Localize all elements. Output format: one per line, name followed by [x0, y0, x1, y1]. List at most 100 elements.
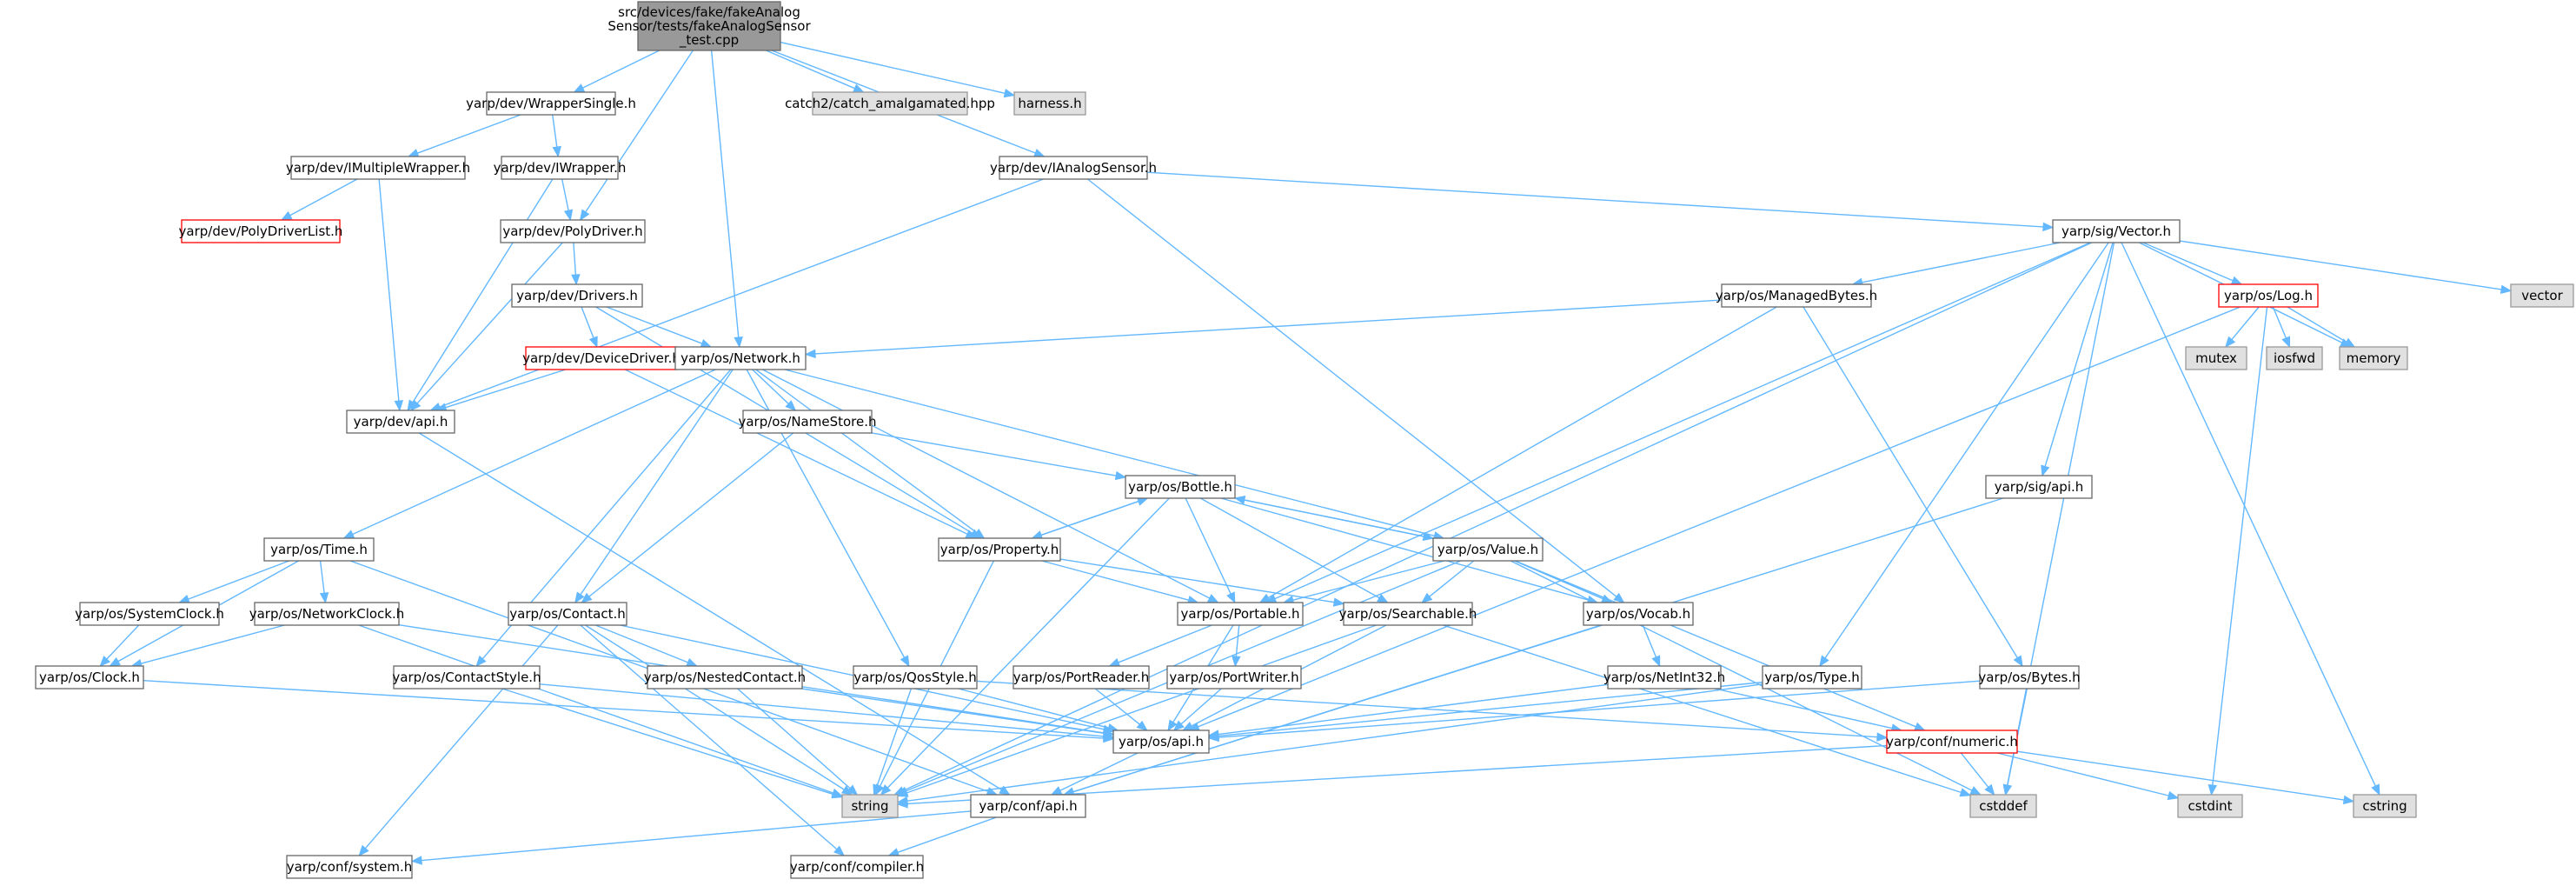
node-box: [1969, 794, 2037, 818]
node-time[interactable]: yarp/os/Time.h: [263, 537, 375, 562]
edge-nestedcontact-to-os_api: [801, 688, 1105, 734]
edge-qosstyle-to-string: [876, 688, 913, 786]
edge-log-to-mutex: [2231, 306, 2260, 340]
node-label: yarp/dev/IWrapper.h: [494, 160, 627, 176]
node-imultiplewrapper[interactable]: yarp/dev/IMultipleWrapper.h: [286, 156, 470, 180]
edge-portwriter-to-os_api: [1180, 688, 1222, 725]
edge-log-to-iosfwd: [2272, 306, 2287, 339]
edge-namestore-to-bottle: [871, 432, 1117, 476]
node-dev_api[interactable]: yarp/dev/api.h: [346, 410, 455, 434]
node-root[interactable]: src/devices/fake/fakeAnalogSensor/tests/…: [607, 1, 811, 51]
node-label: yarp/dev/IAnalogSensor.h: [990, 160, 1157, 176]
node-label: yarp/os/Time.h: [270, 542, 368, 557]
node-os_api[interactable]: yarp/os/api.h: [1112, 729, 1210, 754]
node-vocab[interactable]: yarp/os/Vocab.h: [1583, 602, 1694, 626]
node-label: yarp/sig/Vector.h: [2061, 223, 2171, 239]
arrowhead-icon: [394, 400, 404, 412]
node-box: [2185, 346, 2247, 370]
node-sig_vector[interactable]: yarp/sig/Vector.h: [2052, 219, 2181, 243]
node-portable[interactable]: yarp/os/Portable.h: [1177, 602, 1304, 626]
node-qosstyle[interactable]: yarp/os/QosStyle.h: [853, 665, 978, 689]
node-box: [35, 665, 144, 689]
node-nestedcontact[interactable]: yarp/os/NestedContact.h: [644, 665, 806, 689]
arrowhead-icon: [99, 656, 110, 667]
node-label: yarp/os/SystemClock.h: [75, 606, 224, 622]
node-label: yarp/os/ContactStyle.h: [392, 669, 541, 685]
node-contactstyle[interactable]: yarp/os/ContactStyle.h: [392, 665, 541, 689]
node-log[interactable]: yarp/os/Log.h: [2218, 283, 2319, 308]
node-polydriverlist[interactable]: yarp/dev/PolyDriverList.h: [179, 219, 343, 243]
edge-property-to-searchable: [1059, 558, 1335, 603]
edge-contactstyle-to-string: [501, 688, 833, 796]
edge-qosstyle-to-os_api: [958, 688, 1109, 729]
arrowhead-icon: [1913, 722, 1926, 731]
node-label: yarp/os/Log.h: [2224, 288, 2313, 303]
node-numeric[interactable]: yarp/conf/numeric.h: [1886, 729, 2018, 754]
node-clock[interactable]: yarp/os/Clock.h: [35, 665, 144, 689]
node-label: yarp/os/NetworkClock.h: [249, 606, 405, 622]
node-ianalogsensor[interactable]: yarp/dev/IAnalogSensor.h: [990, 156, 1157, 180]
node-networkclock[interactable]: yarp/os/NetworkClock.h: [249, 602, 405, 626]
node-conf_compiler[interactable]: yarp/conf/compiler.h: [790, 855, 924, 879]
node-contact[interactable]: yarp/os/Contact.h: [508, 602, 627, 626]
arrowhead-icon: [2371, 783, 2380, 796]
node-layer: src/devices/fake/fakeAnalogSensor/tests/…: [35, 1, 2574, 879]
node-label: catch2/catch_amalgamated.hpp: [785, 96, 995, 112]
edge-log-to-os_api: [1198, 306, 2241, 728]
arrowhead-icon: [1114, 470, 1127, 481]
node-label: memory: [2347, 350, 2401, 366]
arrowhead-icon: [342, 530, 355, 539]
node-vector: vector: [2510, 283, 2574, 308]
arrowhead-icon: [734, 336, 743, 349]
edge-numeric-to-cstdint: [1997, 752, 2169, 796]
edge-sig_vector-to-portable: [1274, 242, 2091, 600]
arrowhead-icon: [846, 784, 859, 796]
edge-property-to-bottle: [1032, 500, 1139, 539]
arrowhead-icon: [571, 274, 581, 286]
arrowhead-icon: [1032, 148, 1046, 157]
arrowhead-icon: [1172, 720, 1185, 731]
arrowhead-icon: [804, 349, 816, 359]
node-netint32[interactable]: yarp/os/NetInt32.h: [1603, 665, 1725, 689]
node-searchable[interactable]: yarp/os/Searchable.h: [1339, 602, 1477, 626]
node-portwriter[interactable]: yarp/os/PortWriter.h: [1166, 665, 1302, 689]
arrowhead-icon: [410, 856, 422, 865]
node-label: yarp/os/Type.h: [1764, 669, 1860, 685]
node-network[interactable]: yarp/os/Network.h: [674, 346, 807, 370]
arrowhead-icon: [1207, 732, 1219, 743]
arrowhead-icon: [2041, 464, 2050, 477]
node-polydriver[interactable]: yarp/dev/PolyDriver.h: [500, 219, 646, 243]
node-box: [742, 410, 873, 434]
node-label: string: [851, 798, 888, 814]
edge-imultiplewrapper-to-polydriverlist: [289, 178, 358, 217]
node-portreader[interactable]: yarp/os/PortReader.h: [1012, 665, 1150, 689]
edge-os_api-to-conf_api: [1059, 752, 1139, 791]
arrowhead-icon: [880, 784, 892, 796]
node-bytes[interactable]: yarp/os/Bytes.h: [1978, 665, 2081, 689]
edge-namestore-to-contact: [588, 432, 794, 597]
node-box: [637, 1, 781, 51]
node-box: [674, 346, 807, 370]
node-box: [486, 91, 616, 116]
node-iwrapper[interactable]: yarp/dev/IWrapper.h: [494, 156, 627, 180]
node-bottle[interactable]: yarp/os/Bottle.h: [1125, 475, 1236, 499]
node-conf_system[interactable]: yarp/conf/system.h: [286, 855, 413, 879]
edge-managedbytes-to-portable: [1267, 306, 1777, 599]
edge-sig_vector-to-managedbytes: [1862, 242, 2061, 283]
node-property[interactable]: yarp/os/Property.h: [938, 537, 1061, 562]
edge-conf_api-to-conf_system: [421, 810, 972, 862]
node-systemclock[interactable]: yarp/os/SystemClock.h: [75, 602, 224, 626]
node-conf_api[interactable]: yarp/conf/api.h: [970, 794, 1086, 818]
node-drivers[interactable]: yarp/dev/Drivers.h: [511, 283, 643, 308]
node-sig_api[interactable]: yarp/sig/api.h: [1985, 475, 2093, 499]
node-catch2: catch2/catch_amalgamated.hpp: [785, 91, 995, 116]
node-managedbytes[interactable]: yarp/os/ManagedBytes.h: [1716, 283, 1877, 308]
node-type[interactable]: yarp/os/Type.h: [1762, 665, 1862, 689]
node-devicedriver[interactable]: yarp/dev/DeviceDriver.h: [522, 346, 681, 370]
node-box: [1607, 665, 1722, 689]
node-wrapper_single[interactable]: yarp/dev/WrapperSingle.h: [466, 91, 636, 116]
arrowhead-icon: [319, 591, 329, 604]
node-value[interactable]: yarp/os/Value.h: [1432, 537, 1544, 562]
node-cstring: cstring: [2353, 794, 2417, 818]
node-namestore[interactable]: yarp/os/NameStore.h: [738, 410, 877, 434]
